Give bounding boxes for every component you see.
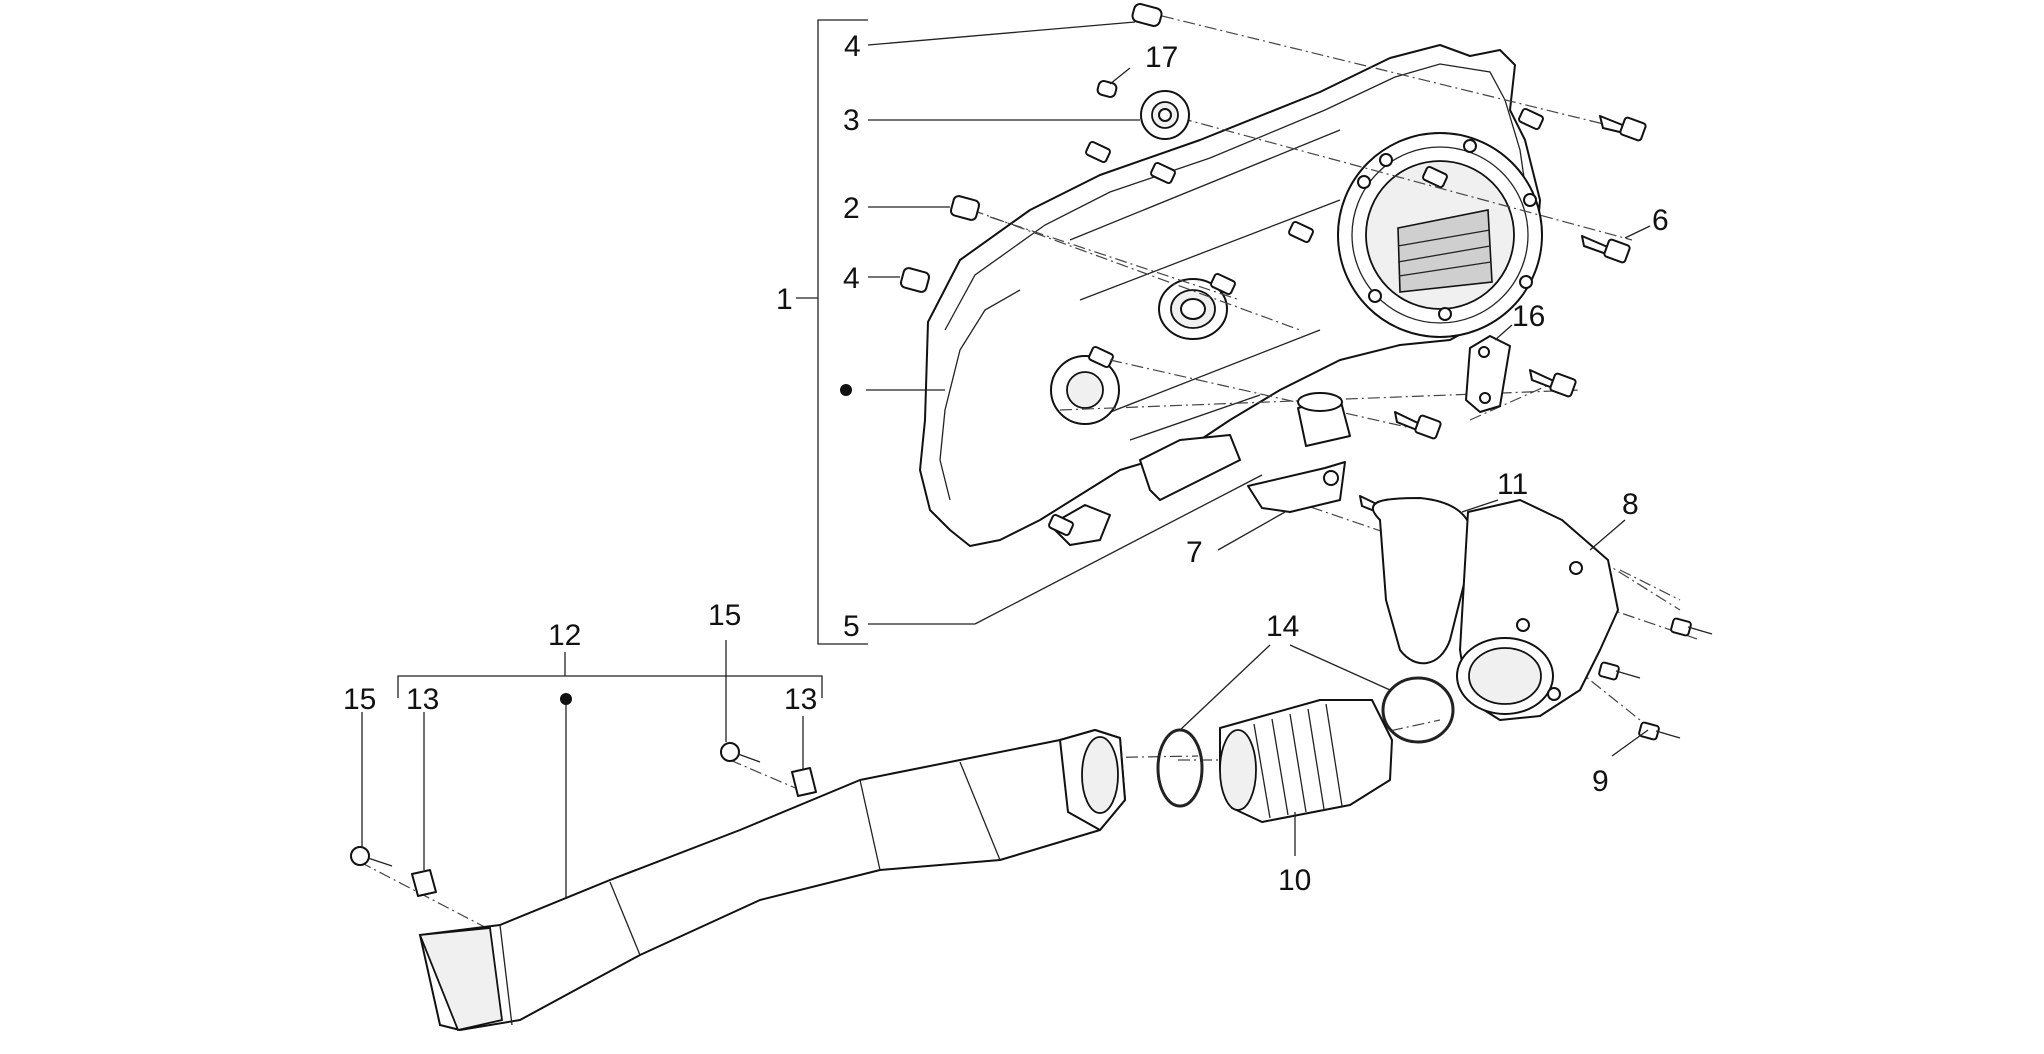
label-14: 14 — [1266, 610, 1299, 643]
dowel-pin-2 — [949, 195, 981, 221]
bushing-5 — [1297, 392, 1351, 447]
clip-13-right — [791, 767, 817, 797]
label-15-right: 15 — [708, 599, 741, 632]
label-13-left: 13 — [406, 683, 439, 716]
label-16: 16 — [1512, 300, 1545, 333]
label-12: 12 — [548, 619, 581, 652]
bracket-16 — [1465, 335, 1511, 413]
cover-bolts — [1048, 107, 1544, 537]
bracket-assembly-12 — [397, 652, 823, 920]
ring-clamp-14-left — [1156, 728, 1204, 808]
screw-15-right — [720, 742, 761, 763]
bracket-7 — [1247, 461, 1346, 513]
label-9: 9 — [1592, 765, 1609, 798]
bellows-hose-10 — [1219, 699, 1393, 823]
dowel-pin-17 — [1096, 80, 1118, 98]
label-1: 1 — [776, 283, 793, 316]
air-duct-12 — [418, 729, 1126, 1032]
label-10: 10 — [1278, 864, 1311, 897]
label-8: 8 — [1622, 488, 1639, 521]
label-13-right: 13 — [784, 683, 817, 716]
assembly-12-dot — [560, 693, 572, 705]
screw-15-left — [350, 846, 393, 867]
callout-labels: 4 17 3 2 4 1 5 6 16 11 8 7 9 14 10 12 15… — [343, 30, 1669, 897]
ring-clamp-14-right — [1381, 676, 1455, 744]
label-15-left: 15 — [343, 683, 376, 716]
gasket-11 — [1372, 497, 1474, 665]
dowel-pin-4-mid — [899, 267, 931, 293]
label-3: 3 — [843, 104, 860, 137]
label-6: 6 — [1652, 204, 1669, 237]
leader-lines — [361, 21, 1651, 870]
label-4-mid: 4 — [843, 262, 860, 295]
assembly-1-dot — [840, 384, 852, 396]
label-7: 7 — [1186, 536, 1203, 569]
clip-13-left — [411, 869, 437, 897]
screws-9 — [1598, 617, 1713, 741]
label-4-top: 4 — [844, 30, 861, 63]
bracket-assembly-1 — [796, 19, 868, 645]
bearing-3 — [1140, 90, 1190, 140]
intake-cover-8 — [1456, 499, 1619, 721]
label-2: 2 — [843, 192, 860, 225]
label-5: 5 — [843, 610, 860, 643]
transmission-cover — [919, 44, 1544, 547]
label-17: 17 — [1145, 41, 1178, 74]
label-11: 11 — [1497, 468, 1528, 501]
dowel-pin-4-top — [1131, 3, 1163, 27]
